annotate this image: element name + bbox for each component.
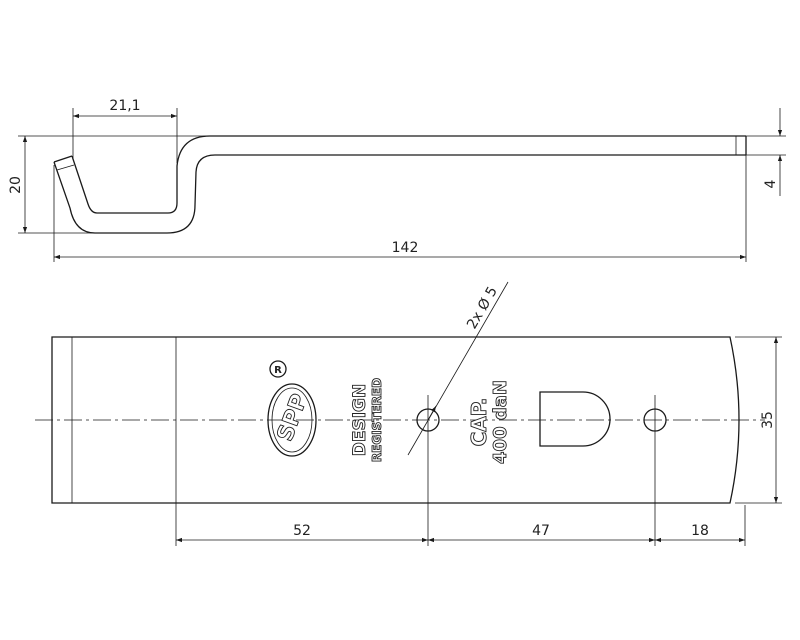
registered-label: REGISTERED: [370, 378, 384, 462]
top-view: 2x Ø 5 SPP R DESIGN REGISTERED CAP. 400 …: [35, 281, 782, 546]
dim-left-to-hole: 52: [293, 523, 311, 539]
dim-length: 142: [392, 240, 419, 256]
dim-hole-to-hole: 47: [532, 523, 550, 539]
capacity-value: 400 daN: [490, 380, 511, 464]
hook-outer-profile: [53, 154, 746, 234]
design-label: DESIGN: [350, 384, 370, 456]
logo-text: SPP: [273, 391, 313, 445]
registered-mark-letter: R: [274, 365, 282, 376]
registered-mark-icon: [269, 360, 287, 378]
dim-thickness: 4: [763, 179, 779, 188]
capacity-label: CAP.: [467, 398, 491, 447]
dim-holes: 2x Ø 5: [464, 284, 501, 332]
plate-outline: [51, 336, 740, 504]
side-view: 21,1 20 4 142: [8, 98, 786, 262]
dim-hook-width: 21,1: [109, 98, 140, 114]
hook-inner-profile: [71, 135, 746, 214]
slot: [539, 391, 611, 447]
dim-hole-to-end: 18: [691, 523, 709, 539]
dim-height: 20: [8, 176, 24, 194]
dim-width: 35: [760, 411, 776, 429]
spp-logo: SPP R: [267, 360, 317, 457]
